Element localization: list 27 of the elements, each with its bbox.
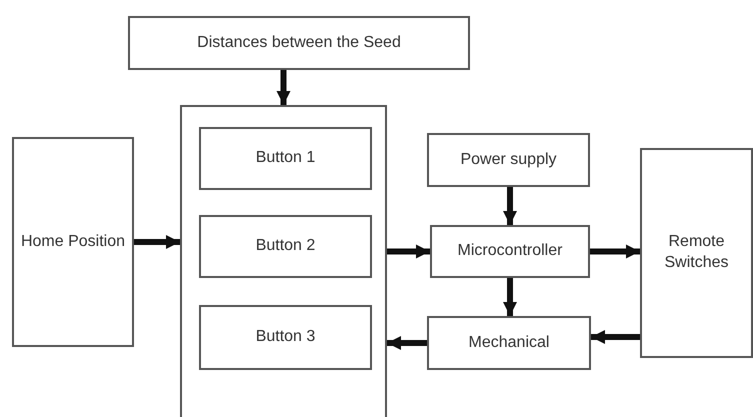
arrow: [387, 336, 427, 350]
box-label: Home Position: [20, 232, 126, 252]
arrow: [134, 235, 180, 249]
box-label: Distances between the Seed: [197, 32, 401, 53]
arrow: [387, 244, 430, 258]
process-box: [430, 225, 590, 278]
process-box: [427, 316, 591, 370]
process-box: [12, 137, 134, 347]
process-box: [199, 305, 372, 370]
container-box: [180, 105, 387, 417]
box-label: Button 3: [256, 327, 316, 348]
box-label: Mechanical: [468, 332, 550, 353]
arrow: [503, 187, 517, 225]
process-box: [128, 16, 470, 70]
process-box: [640, 148, 753, 358]
box-label: Remote Switches: [663, 232, 730, 273]
box-label: Button 2: [256, 236, 316, 256]
arrow: [276, 70, 290, 105]
process-box: [427, 133, 590, 187]
arrow: [591, 330, 640, 344]
box-label: Power supply: [460, 150, 557, 170]
box-label: Microcontroller: [458, 241, 562, 262]
process-box: [199, 215, 372, 278]
box-label: Button 1: [256, 148, 316, 168]
process-box: [199, 127, 372, 190]
arrow: [503, 278, 517, 316]
arrow: [590, 244, 640, 258]
